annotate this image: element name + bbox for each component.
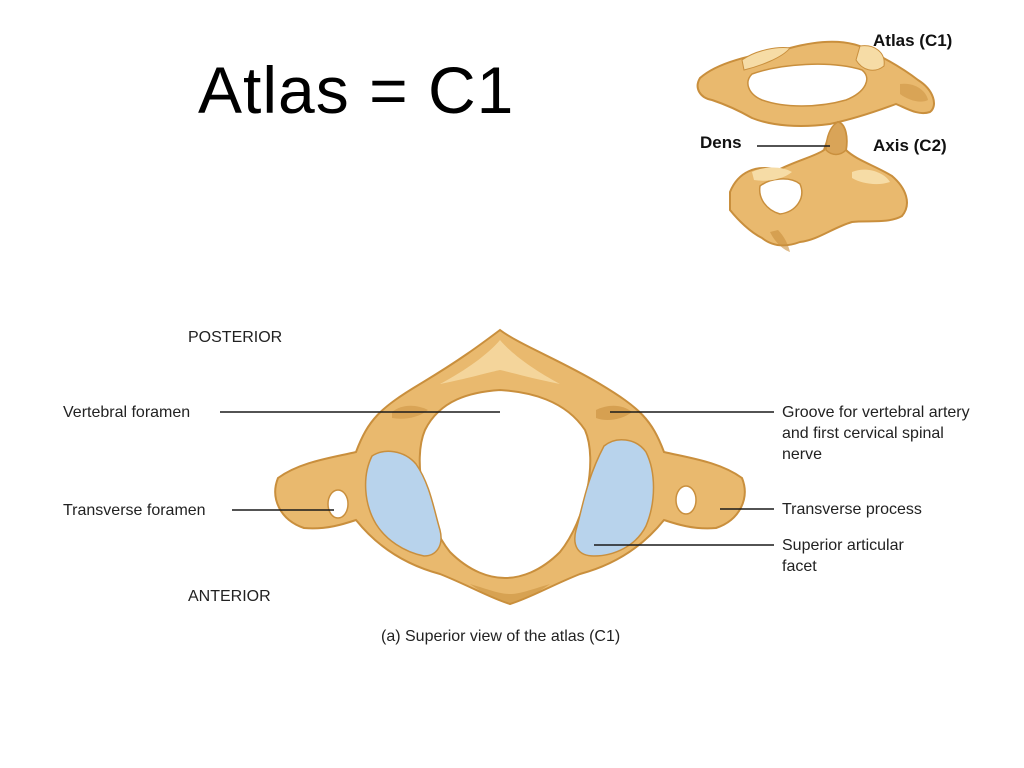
label-posterior: POSTERIOR: [188, 329, 283, 346]
inset-axis-bone: [729, 120, 908, 252]
inset-label-axis: Axis (C2): [873, 136, 947, 155]
label-transverse-foramen: Transverse foramen: [63, 502, 206, 519]
inset-label-atlas: Atlas (C1): [873, 31, 953, 50]
posterior-arch-highlight: [440, 340, 560, 384]
label-groove: Groove for vertebral artery and first ce…: [782, 404, 970, 463]
left-transverse-foramen: [327, 489, 349, 519]
inset-label-dens: Dens: [700, 133, 742, 152]
label-superior-facet: Superior articular facet: [782, 537, 904, 575]
figure-caption: (a) Superior view of the atlas (C1): [381, 628, 621, 645]
right-superior-facet: [574, 439, 655, 557]
anterior-arch-shading: [470, 584, 550, 604]
slide-title: Atlas = C1: [198, 53, 515, 127]
label-vertebral-foramen: Vertebral foramen: [63, 404, 191, 421]
right-transverse-foramen: [675, 485, 697, 515]
inset-atlas-bone: [696, 40, 935, 127]
vertebral-foramen-opening: [418, 388, 592, 580]
left-superior-facet: [364, 450, 442, 557]
label-transverse-process: Transverse process: [782, 501, 922, 518]
groove-shading: [596, 405, 632, 420]
label-anterior: ANTERIOR: [188, 588, 271, 605]
